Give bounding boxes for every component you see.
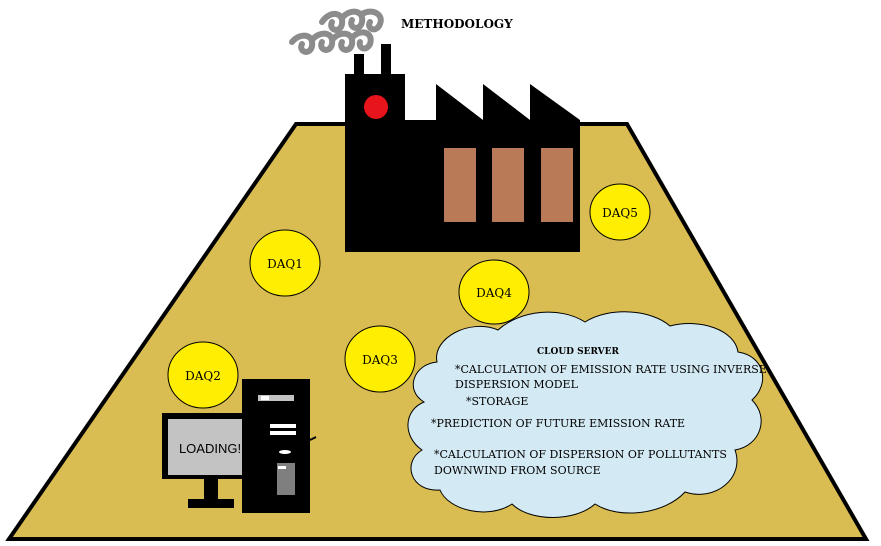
cloud-line-4: *PREDICTION OF FUTURE EMISSION RATE <box>431 417 685 430</box>
sensor-label: DAQ4 <box>476 286 512 300</box>
sensor-label: DAQ1 <box>267 257 303 271</box>
diagram-title: METHODOLOGY <box>401 17 513 31</box>
factory-light <box>364 95 388 119</box>
sensor-daq3: DAQ3 <box>344 325 416 393</box>
sensor-label: DAQ5 <box>602 206 638 220</box>
factory-window-1 <box>444 148 476 222</box>
sensor-daq5: DAQ5 <box>589 183 651 241</box>
cloud-line-1: *CALCULATION OF EMISSION RATE USING INVE… <box>455 363 767 376</box>
factory-window-3 <box>541 148 573 222</box>
sensor-daq4: DAQ4 <box>458 259 530 325</box>
factory-window-2 <box>492 148 524 222</box>
cloud-line-3: *STORAGE <box>466 395 528 408</box>
cloud-line-5: *CALCULATION OF DISPERSION OF POLLUTANTS <box>434 448 727 461</box>
screen-text: LOADING! <box>179 441 241 456</box>
sensor-daq2: DAQ2 <box>167 341 239 409</box>
computer-icon: LOADING! <box>162 379 317 513</box>
cloud-shape <box>407 311 763 518</box>
computer-tower <box>242 379 310 513</box>
cloud-line-6: DOWNWIND FROM SOURCE <box>434 464 601 477</box>
sensor-label: DAQ2 <box>185 369 221 383</box>
sensor-daq1: DAQ1 <box>249 229 321 297</box>
cloud-title: CLOUD SERVER <box>537 347 619 357</box>
sensor-label: DAQ3 <box>362 353 398 367</box>
monitor-stand <box>204 478 218 502</box>
cloud-line-2: DISPERSION MODEL <box>455 378 579 391</box>
smoke-icon <box>289 8 384 55</box>
monitor-base <box>188 499 234 508</box>
monitor-screen <box>168 419 252 475</box>
